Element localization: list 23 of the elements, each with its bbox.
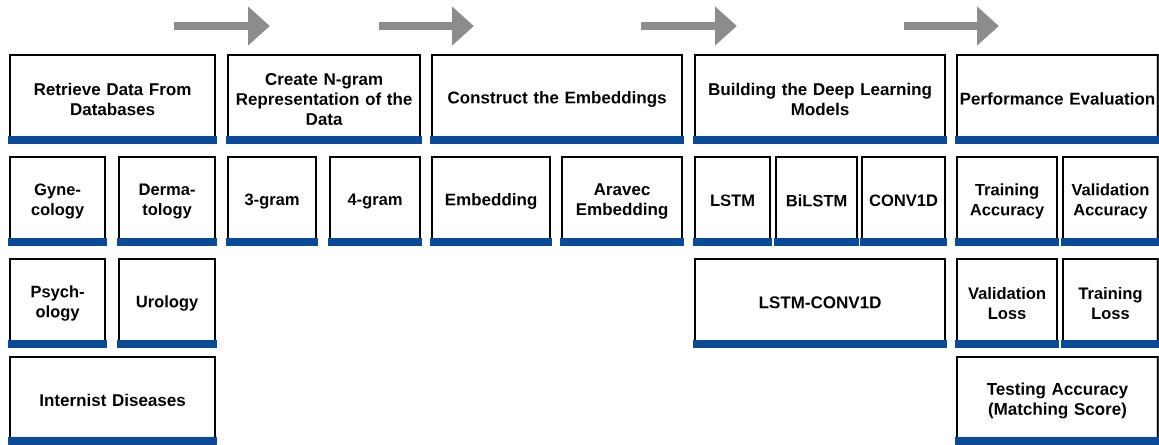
item-box: Validation Loss	[955, 258, 1059, 348]
step-box: Performance Evaluation	[955, 54, 1159, 144]
item-box: Internist Diseases	[8, 356, 217, 445]
step-box: Construct the Embeddings	[430, 54, 684, 144]
item-box: Training Accuracy	[955, 156, 1059, 246]
item-box: Derma- tology	[117, 156, 217, 246]
item-box: Embedding	[430, 156, 552, 246]
item-box: CONV1D	[860, 156, 947, 246]
item-box: Validation Accuracy	[1061, 156, 1159, 246]
step-box: Building the Deep Learning Models	[693, 54, 947, 144]
step-box: Create N-gram Representation of the Data	[226, 54, 422, 144]
item-box: Psych- ology	[8, 258, 107, 348]
item-box: 3-gram	[226, 156, 318, 246]
item-box: Aravec Embedding	[560, 156, 684, 246]
item-box: LSTM-CONV1D	[693, 258, 947, 348]
item-box: LSTM	[693, 156, 772, 246]
item-box: Urology	[117, 258, 217, 348]
item-box: Gyne- cology	[8, 156, 107, 246]
item-box: Testing Accuracy (Matching Score)	[955, 356, 1159, 445]
step-box: Retrieve Data From Databases	[8, 54, 217, 144]
item-box: Training Loss	[1061, 258, 1159, 348]
item-box: BiLSTM	[774, 156, 859, 246]
item-box: 4-gram	[328, 156, 422, 246]
